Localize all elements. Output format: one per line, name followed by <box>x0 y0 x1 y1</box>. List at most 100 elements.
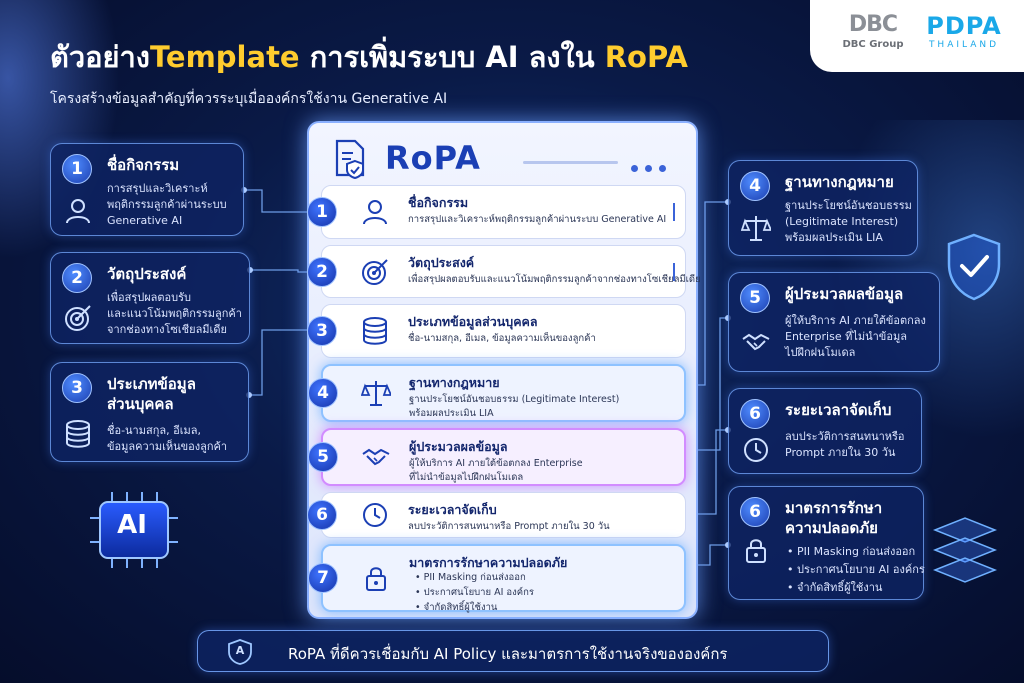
ai-chip-icon <box>90 492 178 568</box>
footer-text: RoPA ที่ดีควรเชื่อมกับ AI Policy และมาตร… <box>288 645 728 663</box>
card-number: 6 <box>740 497 770 527</box>
handshake-icon <box>362 448 390 466</box>
panel-header: RoPA <box>333 139 683 181</box>
footer-banner: A RoPA ที่ดีควรเชื่อมกับ AI Policy และมา… <box>197 630 829 672</box>
list-item: ประกาศนโยบาย AI องค์กร <box>415 585 534 600</box>
card-description: ชื่อ-นามสกุล, อีเมล, ข้อมูลความเห็นของลู… <box>107 423 227 455</box>
list-item: PII Masking ก่อนส่งออก <box>787 543 925 561</box>
card-description: ฐานประโยชน์อันชอบธรรม (Legitimate Intere… <box>785 198 912 246</box>
card-desc-line: พฤติกรรมลูกค้าผ่านระบบ <box>107 197 227 211</box>
ropa-row-retention: 6 ระยะเวลาจัดเก็บ ลบประวัติการสนทนาหรือ … <box>307 492 686 538</box>
row-title: ชื่อกิจกรรม <box>408 195 469 210</box>
ropa-row-data-type: 3 ประเภทข้อมูลส่วนบุคคล ชื่อ-นามสกุล, อี… <box>307 304 686 358</box>
card-title: ผู้ประมวลผลข้อมูล <box>785 285 904 303</box>
server-stack-icon <box>932 517 998 583</box>
row-desc-line: พร้อมผลประเมิน LIA <box>409 407 494 419</box>
list-item: ประกาศนโยบาย AI องค์กร <box>787 561 925 579</box>
database-icon <box>66 420 90 448</box>
row-number: 1 <box>307 197 337 227</box>
panel-divider <box>523 161 618 164</box>
shield-a-icon <box>228 639 252 665</box>
row-title: วัตถุประสงค์ <box>408 255 475 270</box>
list-item: PII Masking ก่อนส่งออก <box>415 570 534 585</box>
ropa-row-processor: 5 ผู้ประมวลผลข้อมูล ผู้ให้บริการ AI ภายใ… <box>308 428 686 486</box>
row-number: 6 <box>307 500 337 530</box>
row-number: 5 <box>308 442 338 472</box>
page-subtitle: โครงสร้างข้อมูลสำคัญที่ควรระบุเมื่อองค์ก… <box>50 91 448 107</box>
document-shield-icon <box>335 139 365 179</box>
card-title-line: ส่วนบุคคล <box>107 394 174 413</box>
card-desc-line: ฐานประโยชน์อันชอบธรรม <box>785 199 912 212</box>
left-card-data-type: 3 ประเภทข้อมูล ส่วนบุคคล ชื่อ-นามสกุล, อ… <box>50 362 249 462</box>
card-title: ชื่อกิจกรรม <box>107 156 180 174</box>
row-number: 2 <box>307 256 337 287</box>
clock-icon <box>363 503 387 527</box>
card-title: มาตรการรักษา ความปลอดภัย <box>785 499 882 538</box>
row-accent-bar <box>673 203 675 221</box>
row-title: ผู้ประมวลผลข้อมูล <box>409 439 508 454</box>
title-prefix: ตัวอย่าง <box>50 40 150 74</box>
card-number: 5 <box>740 283 770 313</box>
ai-chip-label: AI <box>117 510 147 540</box>
right-card-processor: 5 ผู้ประมวลผลข้อมูล ผู้ให้บริการ AI ภายใ… <box>728 272 940 372</box>
card-desc-line: ผู้ให้บริการ AI ภายใต้ข้อตกลง <box>785 314 926 327</box>
card-title: ประเภทข้อมูล ส่วนบุคคล <box>107 375 196 414</box>
row-number: 3 <box>307 316 337 346</box>
card-desc-line: เพื่อสรุปผลตอบรับ <box>107 291 192 304</box>
shield-check-icon <box>947 233 1001 301</box>
row-description: การสรุปและวิเคราะห์พฤติกรรมลูกค้าผ่านระบ… <box>408 214 667 225</box>
dbc-logo-mark: DBC <box>848 12 898 37</box>
pdpa-logo-big: PDPA <box>926 12 1002 40</box>
clock-icon <box>744 438 768 462</box>
row-number: 4 <box>308 378 338 408</box>
row-accent-bar <box>673 262 675 281</box>
title-middle: การเพิ่มระบบ AI ลงใน <box>299 40 605 74</box>
card-desc-line: ข้อมูลความเห็นของลูกค้า <box>107 439 228 453</box>
pdpa-logo-small: THAILAND <box>928 40 1000 50</box>
card-number: 6 <box>740 399 770 429</box>
card-title: ระยะเวลาจัดเก็บ <box>785 401 892 419</box>
row-description: ลบประวัติการสนทนาหรือ Prompt ภายใน 30 วั… <box>408 521 610 532</box>
user-icon <box>363 200 387 225</box>
card-number: 4 <box>740 171 770 201</box>
row-description: ผู้ให้บริการ AI ภายใต้ข้อตกลง Enterprise… <box>409 457 583 485</box>
card-number: 1 <box>62 154 92 184</box>
card-title: วัตถุประสงค์ <box>107 265 187 283</box>
card-desc-line: พร้อมผลประเมิน LIA <box>785 230 883 244</box>
panel-title: RoPA <box>385 139 481 177</box>
ropa-row-purpose: 2 วัตถุประสงค์ เพื่อสรุปผลตอบรับและแนวโน… <box>307 245 701 298</box>
page-title: ตัวอย่างTemplate การเพิ่มระบบ AI ลงใน Ro… <box>50 34 688 80</box>
ropa-row-activity: 1 ชื่อกิจกรรม การสรุปและวิเคราะห์พฤติกรร… <box>307 185 686 239</box>
left-card-activity: 1 ชื่อกิจกรรม การสรุปและวิเคราะห์ พฤติกร… <box>50 143 244 236</box>
dbc-logo: DBC DBC Group <box>838 12 908 50</box>
list-item: จำกัดสิทธิ์ผู้ใช้งาน <box>787 579 925 597</box>
ropa-panel: RoPA 1 ชื่อกิจกรรม การสรุปและวิเคราะห์พฤ… <box>307 121 701 619</box>
card-number: 2 <box>62 263 92 293</box>
card-description: การสรุปและวิเคราะห์ พฤติกรรมลูกค้าผ่านระ… <box>107 181 227 229</box>
ropa-row-security: 7 มาตรการรักษาความปลอดภัย PII Masking ก่… <box>308 544 686 613</box>
logo-box: DBC DBC Group PDPA THAILAND <box>810 0 1024 72</box>
right-card-security: 6 มาตรการรักษา ความปลอดภัย PII Masking ก… <box>728 486 925 600</box>
card-title-line: มาตรการรักษา <box>785 499 883 517</box>
row-desc-line: ผู้ให้บริการ AI ภายใต้ข้อตกลง Enterprise <box>409 458 583 469</box>
card-desc-line: และแนวโน้มพฤติกรรมลูกค้า <box>107 306 242 320</box>
scale-icon <box>741 216 771 241</box>
card-description: เพื่อสรุปผลตอบรับ และแนวโน้มพฤติกรรมลูกค… <box>107 290 242 338</box>
card-title: ฐานทางกฎหมาย <box>785 173 894 191</box>
database-icon <box>363 317 387 345</box>
shield-a-label: A <box>235 644 245 657</box>
row-description: ฐานประโยชน์อันชอบธรรม (Legitimate Intere… <box>409 393 619 421</box>
card-desc-line: Generative AI <box>107 213 183 227</box>
right-card-retention: 6 ระยะเวลาจัดเก็บ ลบประวัติการสนทนาหรือ … <box>728 388 922 474</box>
card-description: ลบประวัติการสนทนาหรือ Prompt ภายใน 30 วั… <box>785 429 905 461</box>
card-desc-line: ไปฝึกฝนโมเดล <box>785 345 856 359</box>
card-number: 3 <box>62 373 92 403</box>
row-title: ประเภทข้อมูลส่วนบุคคล <box>408 314 538 329</box>
title-highlight: Template <box>149 40 300 74</box>
row-title: ฐานทางกฎหมาย <box>409 375 500 390</box>
card-desc-line: จากช่องทางโซเชียลมีเดีย <box>107 322 227 336</box>
card-title-line: ความปลอดภัย <box>785 518 878 537</box>
card-desc-line: การสรุปและวิเคราะห์ <box>107 182 208 195</box>
row-description: ชื่อ-นามสกุล, อีเมล, ข้อมูลความเห็นของลู… <box>408 333 596 344</box>
handshake-icon <box>742 333 770 351</box>
